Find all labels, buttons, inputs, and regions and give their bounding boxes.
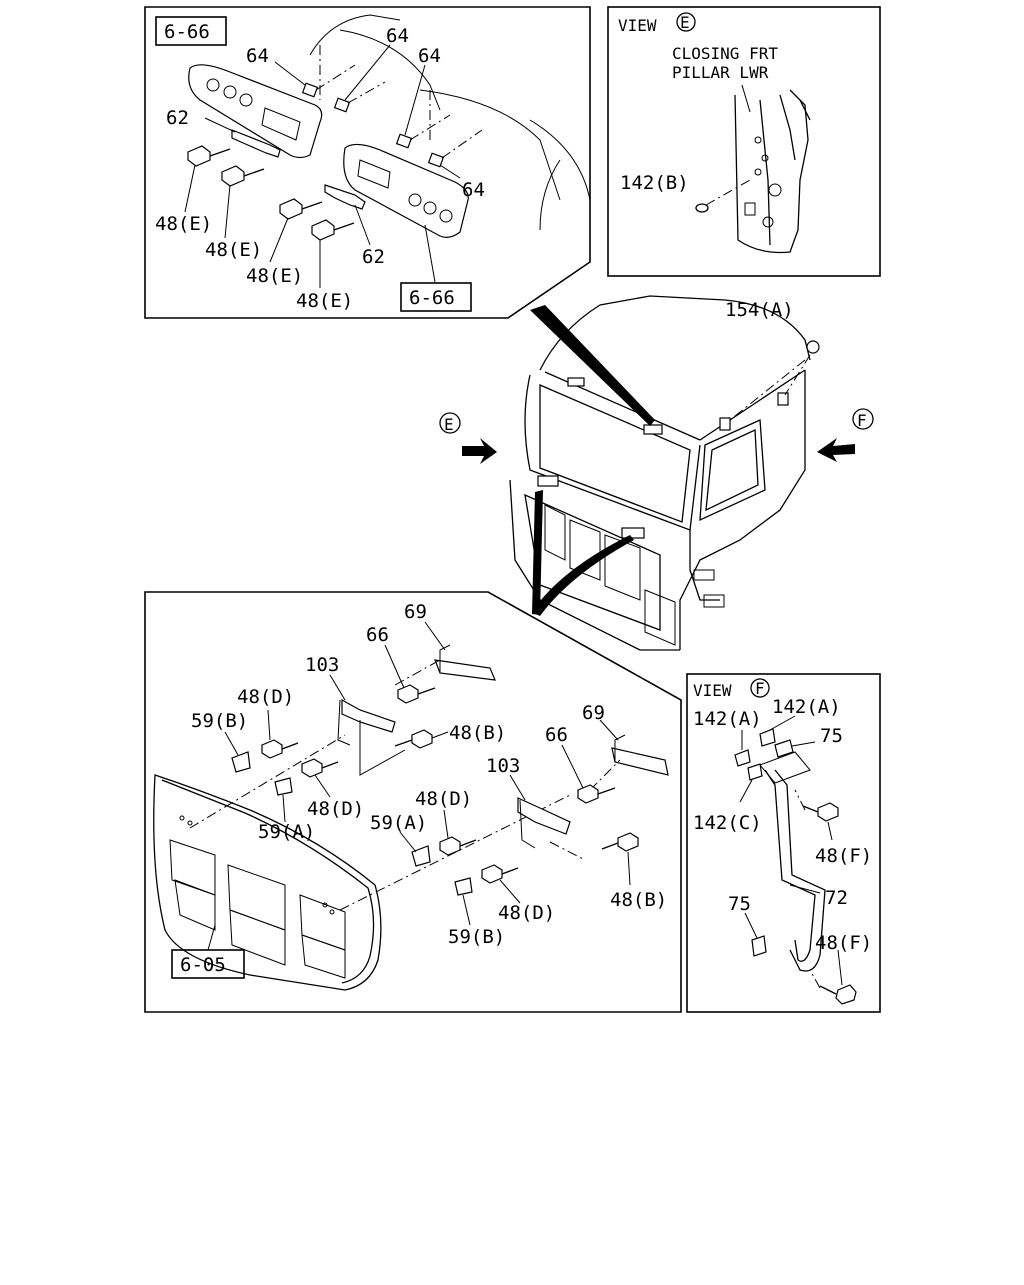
bolt-48d-4 [481, 864, 519, 884]
callout-59a: 59(A) [370, 812, 427, 834]
bolt-48d-2 [301, 758, 339, 778]
top-left-detail-panel: 6-66 [144, 6, 591, 319]
callout-64: 64 [246, 45, 269, 67]
callout-48d: 48(D) [307, 798, 364, 820]
callout-69: 69 [582, 702, 605, 724]
view-e-caption-1: CLOSING FRT [672, 44, 778, 63]
callout-48d: 48(D) [415, 788, 472, 810]
view-f-arrow: F [817, 408, 874, 462]
callout-48e: 48(E) [246, 265, 303, 287]
callout-62: 62 [166, 107, 189, 129]
callout-64: 64 [418, 45, 441, 67]
callout-48f: 48(F) [815, 932, 872, 954]
view-f-label: VIEW [693, 681, 732, 700]
bolt-48f-2 [819, 984, 857, 1005]
callout-142a: 142(A) [693, 708, 762, 730]
view-f-arrow-letter: F [857, 411, 867, 430]
clip-59a-1 [274, 777, 293, 796]
callout-142b: 142(B) [620, 172, 689, 194]
callout-154a: 154(A) [725, 299, 794, 321]
bolt-66-b [577, 784, 616, 804]
clip-59b-1 [231, 751, 251, 773]
view-e-arrow: E [439, 412, 497, 464]
callout-48b: 48(B) [449, 722, 506, 744]
bolt-48e-4 [311, 219, 355, 241]
callout-66: 66 [366, 624, 389, 646]
bolt-48e-3 [279, 198, 323, 220]
callout-62: 62 [362, 246, 385, 268]
ref-box-top-right [400, 282, 472, 312]
callout-75: 75 [820, 725, 843, 747]
view-f-letter: F [755, 679, 765, 698]
view-f-marker-icon [750, 678, 770, 698]
callout-64: 64 [462, 179, 485, 201]
callout-48e: 48(E) [155, 213, 212, 235]
callout-48e: 48(E) [296, 290, 353, 312]
clip-142a-2 [759, 728, 776, 747]
bottom-left-detail-panel: 6-05 [144, 591, 682, 1013]
callout-142a: 142(A) [772, 696, 841, 718]
view-e-marker-icon [676, 12, 696, 32]
view-e-caption-2: PILLAR LWR [672, 63, 769, 82]
callout-48d: 48(D) [237, 686, 294, 708]
bolt-48e-2 [221, 165, 265, 187]
callout-75: 75 [728, 893, 751, 915]
cab-illustration: 154(A) [509, 295, 820, 651]
clip-59a-2 [411, 845, 431, 867]
view-e-panel: VIEW E CLOSING FRT PILLAR LWR 142(B) [607, 6, 881, 277]
bolt-48b-1 [394, 729, 433, 749]
callout-48d: 48(D) [498, 902, 555, 924]
callout-59b: 59(B) [448, 926, 505, 948]
callout-72: 72 [825, 887, 848, 909]
callout-103: 103 [305, 654, 339, 676]
ref-box-top-left-label: 6-66 [164, 21, 210, 43]
callout-48e: 48(E) [205, 239, 262, 261]
callout-59b: 59(B) [191, 710, 248, 732]
clip-59b-2 [454, 877, 473, 896]
bolt-48e-1 [187, 145, 231, 167]
clip-75-a [774, 739, 794, 758]
callout-48b: 48(B) [610, 889, 667, 911]
ref-box-top-right-label: 6-66 [409, 287, 455, 309]
clip-75-b [751, 935, 767, 957]
callout-69: 69 [404, 601, 427, 623]
callout-103: 103 [486, 755, 520, 777]
ref-box-bottom-label: 6-05 [180, 954, 226, 976]
callout-59a: 59(A) [258, 821, 315, 843]
callout-48f: 48(F) [815, 845, 872, 867]
callout-142c: 142(C) [693, 812, 762, 834]
bolt-48f-1 [802, 802, 839, 822]
screw-154a-icon [806, 340, 820, 354]
ref-box-top-left [155, 16, 227, 46]
bolt-48d-3 [439, 836, 477, 856]
view-e-label: VIEW [618, 16, 657, 35]
clip-142c [747, 763, 763, 781]
bolt-66-a [397, 684, 436, 704]
callout-64: 64 [386, 25, 409, 47]
view-e-arrow-letter: E [444, 415, 454, 434]
callout-66: 66 [545, 724, 568, 746]
view-f-panel: VIEW F 142(A) 142(A) [686, 673, 881, 1013]
view-e-letter: E [680, 13, 690, 32]
bolt-48b-2 [601, 832, 639, 852]
clip-142a-1 [734, 749, 751, 767]
bolt-48d-1 [261, 739, 299, 759]
